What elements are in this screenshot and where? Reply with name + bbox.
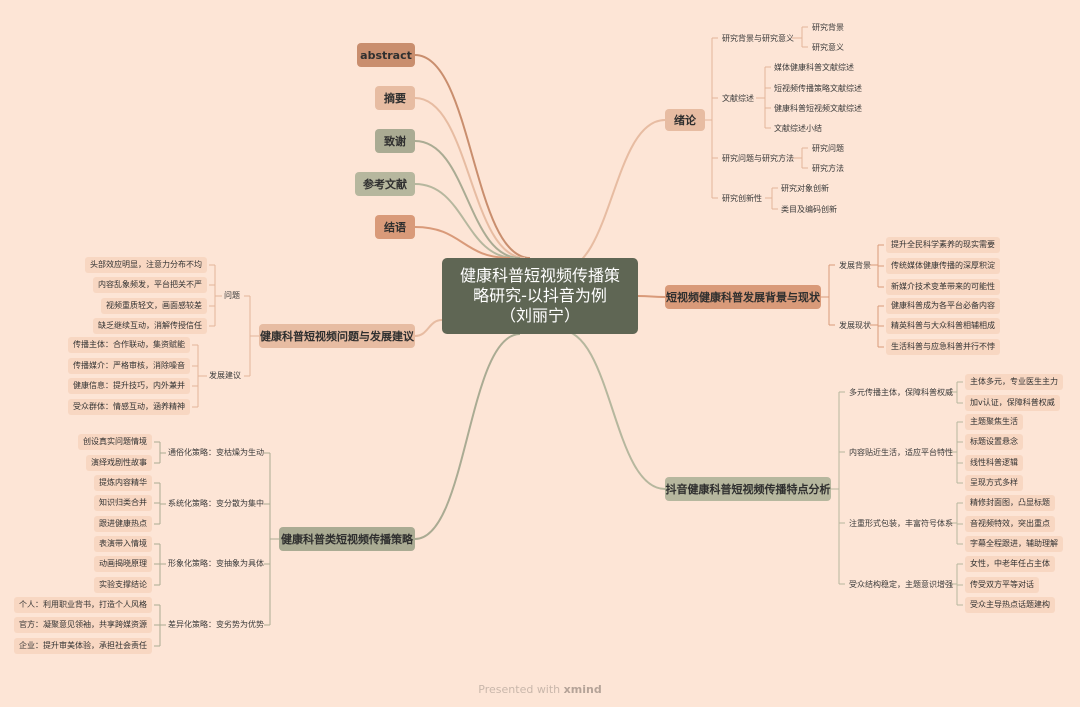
- features-item[interactable]: 精修封面图，凸显标题: [965, 495, 1055, 511]
- xulun-item[interactable]: 研究背景: [812, 23, 844, 32]
- xulun-item[interactable]: 类目及编码创新: [781, 205, 837, 214]
- features-item[interactable]: 主体多元，专业医生主力: [965, 374, 1063, 390]
- problems-item[interactable]: 内容乱象频发，平台把关不严: [93, 277, 207, 293]
- footer-credit: Presented with xmind: [0, 683, 1080, 696]
- xulun-item[interactable]: 研究意义: [812, 43, 844, 52]
- strategy-group-2[interactable]: 系统化策略：变分散为集中: [168, 499, 264, 508]
- strategy-group-3[interactable]: 形象化策略：变抽象为具体: [168, 559, 264, 568]
- strategy-group-4[interactable]: 差异化策略：变劣势为优势: [168, 620, 264, 629]
- xulun-item[interactable]: 研究方法: [812, 164, 844, 173]
- features-item[interactable]: 呈现方式多样: [965, 475, 1023, 491]
- features-group-1[interactable]: 多元传播主体，保障科普权威: [849, 388, 953, 397]
- background-item[interactable]: 传统媒体健康传播的深厚积淀: [886, 258, 1000, 274]
- xulun-item[interactable]: 媒体健康科普文献综述: [774, 63, 854, 72]
- strategy-item[interactable]: 提炼内容精华: [94, 475, 152, 491]
- features-item[interactable]: 加v认证，保障科普权威: [965, 395, 1060, 411]
- topic-zhaiyao[interactable]: 摘要: [375, 86, 415, 110]
- problems-item[interactable]: 受众群体：情感互动，涵养精神: [68, 399, 190, 415]
- features-item[interactable]: 受众主导热点话题建构: [965, 597, 1055, 613]
- connector: [414, 140, 521, 259]
- problems-group-1[interactable]: 问题: [224, 291, 240, 300]
- background-group-1[interactable]: 发展背景: [839, 261, 871, 270]
- problems-item[interactable]: 视频重质轻文，画面感较差: [101, 298, 207, 314]
- strategy-item[interactable]: 知识归类合并: [94, 495, 152, 511]
- topic-background[interactable]: 短视频健康科普发展背景与现状: [665, 285, 821, 309]
- connector: [414, 226, 511, 259]
- strategy-item[interactable]: 动画揭晓原理: [94, 556, 152, 572]
- features-item[interactable]: 标题设置悬念: [965, 434, 1023, 450]
- topic-jieyu[interactable]: 结语: [375, 215, 415, 239]
- topic-cankao[interactable]: 参考文献: [355, 172, 415, 196]
- xulun-item[interactable]: 研究对象创新: [781, 184, 829, 193]
- xmind-logo: xmind: [563, 683, 602, 696]
- connector: [637, 295, 666, 298]
- root-title-line-2: 略研究-以抖音为例: [473, 286, 607, 305]
- connector: [414, 183, 516, 259]
- features-group-4[interactable]: 受众结构稳定，主题意识增强: [849, 580, 953, 589]
- features-item[interactable]: 字幕全程跟进，辅助理解: [965, 536, 1063, 552]
- strategy-item[interactable]: 个人：利用职业背书，打造个人风格: [14, 597, 152, 613]
- strategy-item[interactable]: 创设真实问题情境: [78, 434, 152, 450]
- topic-features[interactable]: 抖音健康科普短视频传播特点分析: [665, 477, 831, 501]
- xulun-item[interactable]: 健康科普短视频文献综述: [774, 104, 862, 113]
- root-title-line-1: 健康科普短视频传播策: [459, 266, 620, 285]
- background-item[interactable]: 新媒介技术变革带来的可能性: [886, 279, 1000, 295]
- features-group-3[interactable]: 注重形式包装，丰富符号体系: [849, 519, 953, 528]
- connector: [414, 97, 526, 259]
- strategy-item[interactable]: 跟进健康热点: [94, 516, 152, 532]
- connector: [414, 333, 521, 540]
- footer-prefix: Presented with: [478, 683, 561, 696]
- xulun-item[interactable]: 文献综述小结: [774, 124, 822, 133]
- connector: [414, 319, 443, 337]
- xulun-group-1[interactable]: 研究背景与研究意义: [722, 34, 794, 43]
- topic-strategy[interactable]: 健康科普类短视频传播策略: [279, 527, 415, 551]
- problems-item[interactable]: 缺乏继续互动，消解传授信任: [93, 318, 207, 334]
- xulun-item[interactable]: 短视频传播策略文献综述: [774, 84, 862, 93]
- xulun-group-3[interactable]: 研究问题与研究方法: [722, 154, 794, 163]
- background-item[interactable]: 精英科普与大众科普相辅相成: [886, 318, 1000, 334]
- problems-item[interactable]: 头部效应明显，注意力分布不均: [85, 257, 207, 273]
- connector: [559, 119, 666, 271]
- strategy-item[interactable]: 官方：凝聚意见领袖，共享跨媒资源: [14, 617, 152, 633]
- problems-item[interactable]: 传播主体：合作联动，集资赋能: [68, 337, 190, 353]
- background-item[interactable]: 提升全民科学素养的现实需要: [886, 237, 1000, 253]
- strategy-item[interactable]: 企业：提升审美体验，承担社会责任: [14, 638, 152, 654]
- xulun-group-2[interactable]: 文献综述: [722, 94, 754, 103]
- features-item[interactable]: 音视频特效，突出重点: [965, 516, 1055, 532]
- topic-zhixie[interactable]: 致谢: [375, 129, 415, 153]
- background-item[interactable]: 生活科普与应急科普并行不悖: [886, 339, 1000, 355]
- strategy-group-1[interactable]: 通俗化策略：变枯燥为生动: [168, 448, 264, 457]
- root-topic[interactable]: 健康科普短视频传播策 略研究-以抖音为例 （刘丽宁）: [442, 258, 638, 334]
- xulun-item[interactable]: 研究问题: [812, 144, 844, 153]
- problems-group-2[interactable]: 发展建议: [209, 371, 241, 380]
- topic-problems[interactable]: 健康科普短视频问题与发展建议: [259, 324, 415, 348]
- features-group-2[interactable]: 内容贴近生活，适应平台特性: [849, 448, 953, 457]
- strategy-item[interactable]: 演绎戏剧性故事: [86, 455, 152, 471]
- connector: [414, 54, 531, 259]
- features-item[interactable]: 女性，中老年任占主体: [965, 556, 1055, 572]
- connector: [559, 329, 666, 490]
- topic-xulun[interactable]: 绪论: [665, 109, 705, 131]
- features-item[interactable]: 传受双方平等对话: [965, 577, 1039, 593]
- root-title-line-3: （刘丽宁）: [499, 306, 580, 325]
- strategy-item[interactable]: 表演带入情境: [94, 536, 152, 552]
- topic-abstract[interactable]: abstract: [357, 43, 415, 67]
- xulun-group-4[interactable]: 研究创新性: [722, 194, 762, 203]
- background-item[interactable]: 健康科普成为各平台必备内容: [886, 298, 1000, 314]
- features-item[interactable]: 线性科普逻辑: [965, 455, 1023, 471]
- strategy-item[interactable]: 实验支撑结论: [94, 577, 152, 593]
- problems-item[interactable]: 健康信息：提升技巧，内外兼并: [68, 378, 190, 394]
- features-item[interactable]: 主题聚焦生活: [965, 414, 1023, 430]
- problems-item[interactable]: 传播媒介：严格审核，消除噪音: [68, 358, 190, 374]
- background-group-2[interactable]: 发展现状: [839, 321, 871, 330]
